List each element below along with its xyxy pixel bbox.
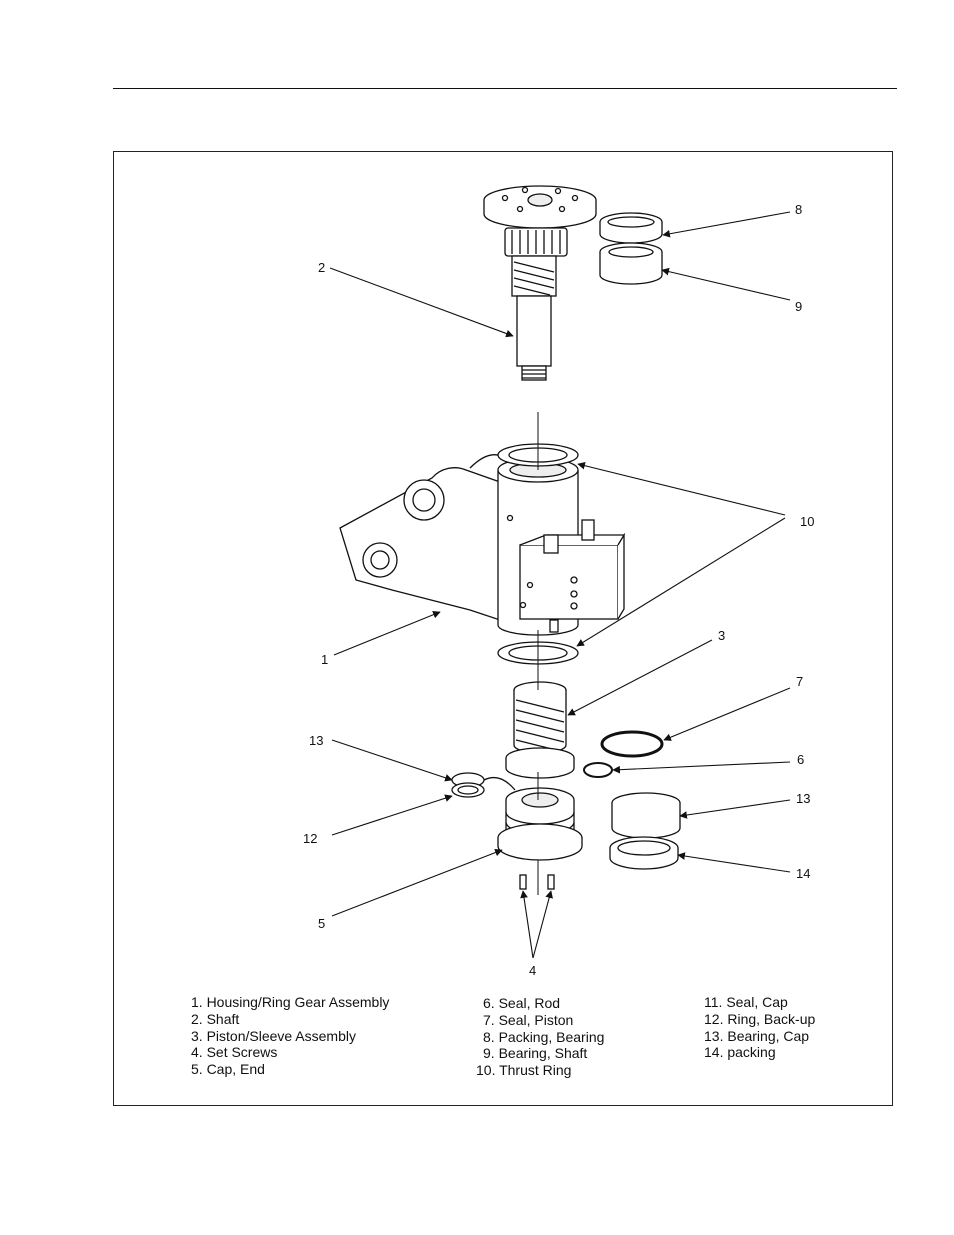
legend-column-2: 6. Seal, Rod 7. Seal, Piston 8. Packing,…: [476, 995, 604, 1079]
callout-1: 1: [321, 652, 328, 667]
leader-13a: [332, 740, 452, 780]
legend-item: 4. Set Screws: [191, 1044, 389, 1061]
callout-3: 3: [718, 628, 725, 643]
legend-item: 5. Cap, End: [191, 1061, 389, 1078]
leader-4b: [533, 891, 551, 958]
set-screw-left: [520, 875, 526, 889]
leader-2: [330, 268, 513, 336]
callout-5: 5: [318, 916, 325, 931]
legend-item: 13. Bearing, Cap: [704, 1028, 815, 1045]
legend-item: 6. Seal, Rod: [476, 995, 604, 1012]
leader-8: [663, 212, 790, 235]
piston-seal-part: [602, 732, 662, 756]
shaft-bearing-part: [600, 243, 662, 284]
legend-item: 12. Ring, Back-up: [704, 1011, 815, 1028]
set-screw-right: [548, 875, 554, 889]
leader-7: [664, 688, 790, 740]
legend-item: 8. Packing, Bearing: [476, 1029, 604, 1046]
callout-12: 12: [303, 831, 317, 846]
legend-column-1: 1. Housing/Ring Gear Assembly 2. Shaft 3…: [191, 994, 389, 1078]
legend-item: 3. Piston/Sleeve Assembly: [191, 1028, 389, 1045]
cap-bearing-part: [612, 793, 680, 838]
leader-9: [662, 270, 790, 300]
leader-5: [332, 850, 502, 916]
back-up-ring-inner: [458, 786, 478, 794]
seal-connector: [484, 778, 515, 790]
piston-sleeve-part: [506, 682, 574, 778]
rod-seal-part: [584, 763, 612, 777]
legend-item: 14. packing: [704, 1044, 815, 1061]
callout-10: 10: [800, 514, 814, 529]
legend-item: 2. Shaft: [191, 1011, 389, 1028]
callout-6: 6: [797, 752, 804, 767]
leader-1: [334, 612, 440, 655]
leader-12: [332, 796, 452, 835]
packing-part: [610, 837, 678, 869]
packing-bearing-part: [600, 213, 662, 243]
leader-13b: [680, 800, 790, 816]
legend-item: 10. Thrust Ring: [476, 1062, 604, 1079]
legend-item: 9. Bearing, Shaft: [476, 1045, 604, 1062]
leader-4a: [523, 891, 533, 958]
legend-column-3: 11. Seal, Cap 12. Ring, Back-up 13. Bear…: [704, 994, 815, 1061]
callout-9: 9: [795, 299, 802, 314]
legend-item: 11. Seal, Cap: [704, 994, 815, 1011]
legend-item: 1. Housing/Ring Gear Assembly: [191, 994, 389, 1011]
end-cap-part: [498, 788, 582, 860]
callout-7: 7: [796, 674, 803, 689]
housing-part: [340, 455, 624, 635]
callout-14: 14: [796, 866, 810, 881]
callout-13-right: 13: [796, 791, 810, 806]
shaft-part: [484, 186, 596, 380]
legend-item: 7. Seal, Piston: [476, 1012, 604, 1029]
callout-13-left: 13: [309, 733, 323, 748]
leader-14: [678, 855, 790, 872]
callout-4: 4: [529, 963, 536, 978]
callout-8: 8: [795, 202, 802, 217]
leader-6: [613, 762, 790, 770]
leader-3: [568, 640, 712, 715]
callout-2: 2: [318, 260, 325, 275]
leader-10a: [578, 464, 785, 515]
